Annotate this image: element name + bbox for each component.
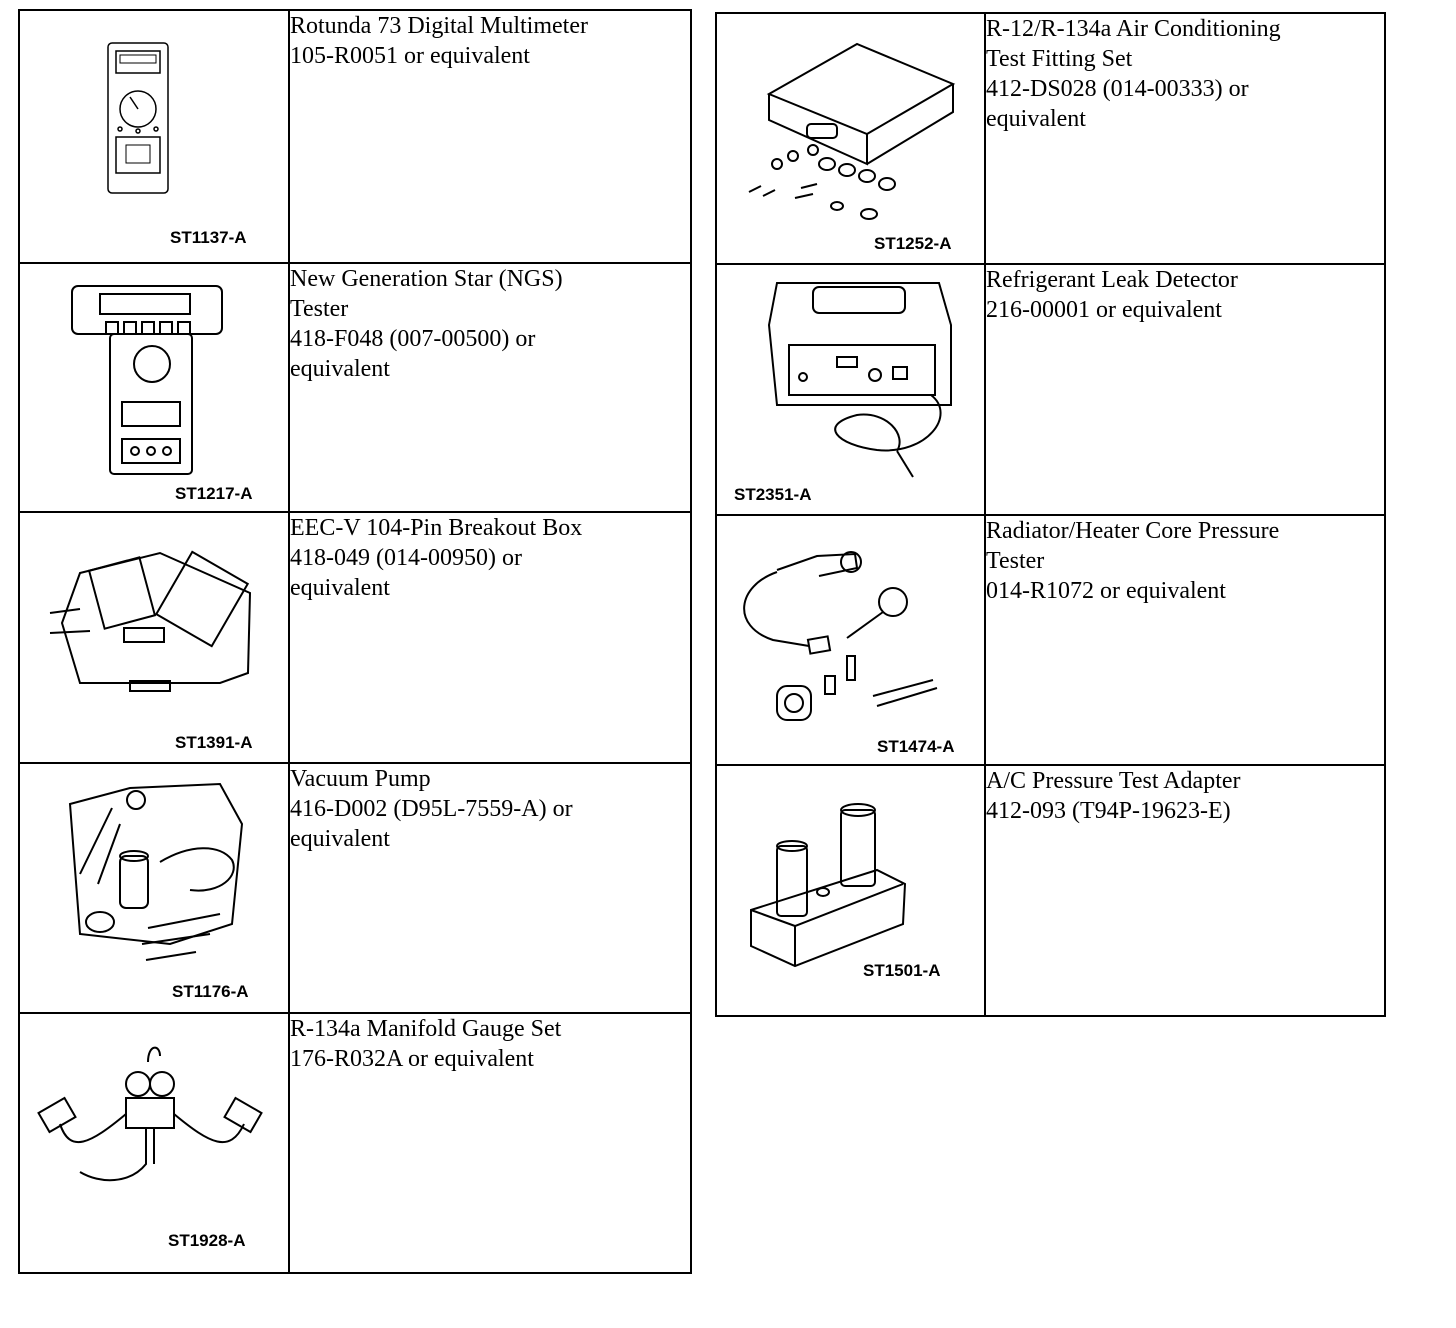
tool-part-number: 105-R0051 or equivalent <box>290 43 530 69</box>
tool-equivalent: equivalent <box>290 826 390 852</box>
tool-part-number: 418-F048 (007-00500) or <box>290 326 536 352</box>
tool-code: ST1137-A <box>170 228 247 247</box>
manifold-gauge-icon <box>37 1046 263 1182</box>
tool-illustration-cell: ST2351-A <box>715 263 986 516</box>
tool-illustration-cell: ST1137-A <box>18 9 290 264</box>
tool-name: Rotunda 73 Digital Multimeter <box>290 13 588 39</box>
multimeter-icon <box>107 42 169 194</box>
left-tools-table: ST1137-A Rotunda 73 Digital Multimeter 1… <box>18 9 692 1274</box>
tool-illustration-cell: ST1252-A <box>715 12 986 265</box>
table-row: ST1501-A A/C Pressure Test Adapter 412-0… <box>715 764 1386 1017</box>
table-row: ST1391-A EEC-V 104-Pin Breakout Box 418-… <box>18 511 692 764</box>
tool-code: ST1501-A <box>863 961 941 980</box>
tool-name: Radiator/Heater Core Pressure <box>986 518 1280 544</box>
right-tools-table: ST1252-A R-12/R-134a Air Conditioning Te… <box>715 12 1386 1017</box>
tool-name: R-134a Manifold Gauge Set <box>290 1016 562 1042</box>
tool-equivalent: equivalent <box>290 356 390 382</box>
tool-description: A/C Pressure Test Adapter 412-093 (T94P-… <box>984 764 1386 1017</box>
tool-description: Refrigerant Leak Detector 216-00001 or e… <box>984 263 1386 516</box>
test-adapter-icon <box>750 803 907 968</box>
tool-part-number: 176-R032A or equivalent <box>290 1046 534 1072</box>
tool-name: Refrigerant Leak Detector <box>986 267 1238 293</box>
tool-illustration-cell: ST1176-A <box>18 762 290 1014</box>
table-row: ST2351-A Refrigerant Leak Detector 216-0… <box>715 263 1386 516</box>
tool-code: ST2351-A <box>734 485 812 504</box>
tool-part-number: 416-D002 (D95L-7559-A) or <box>290 796 573 822</box>
table-row: ST1474-A Radiator/Heater Core Pressure T… <box>715 514 1386 766</box>
table-row: ST1137-A Rotunda 73 Digital Multimeter 1… <box>18 9 692 264</box>
vacuum-pump-icon <box>68 782 244 961</box>
leak-detector-icon <box>767 282 952 478</box>
tool-name: R-12/R-134a Air Conditioning <box>986 16 1281 42</box>
tool-name: Vacuum Pump <box>290 766 431 792</box>
table-row: ST1217-A New Generation Star (NGS) Teste… <box>18 262 692 513</box>
tool-name: Test Fitting Set <box>986 46 1133 72</box>
tool-name: Tester <box>986 548 1045 574</box>
tool-part-number: 418-049 (014-00950) or <box>290 545 522 571</box>
tool-code: ST1474-A <box>877 737 955 756</box>
tool-description: R-134a Manifold Gauge Set 176-R032A or e… <box>288 1012 692 1274</box>
ngs-tester-icon <box>71 285 223 475</box>
tool-equivalent: equivalent <box>290 575 390 601</box>
tool-description: Vacuum Pump 416-D002 (D95L-7559-A) or eq… <box>288 762 692 1014</box>
tool-name: EEC-V 104-Pin Breakout Box <box>290 515 583 541</box>
tool-description: Radiator/Heater Core Pressure Tester 014… <box>984 514 1386 766</box>
tool-description: Rotunda 73 Digital Multimeter 105-R0051 … <box>288 9 692 264</box>
tool-illustration-cell: ST1217-A <box>18 262 290 513</box>
tool-description: R-12/R-134a Air Conditioning Test Fittin… <box>984 12 1386 265</box>
tool-code: ST1928-A <box>168 1231 246 1250</box>
pressure-tester-icon <box>743 551 938 721</box>
tool-illustration-cell: ST1474-A <box>715 514 986 766</box>
tool-description: New Generation Star (NGS) Tester 418-F04… <box>288 262 692 513</box>
tool-equivalent: equivalent <box>986 106 1086 132</box>
breakout-box-icon <box>49 550 252 692</box>
tool-illustration-cell: ST1501-A <box>715 764 986 1017</box>
tool-illustration-cell: ST1391-A <box>18 511 290 764</box>
tool-code: ST1176-A <box>172 982 249 1001</box>
table-row: ST1928-A R-134a Manifold Gauge Set 176-R… <box>18 1012 692 1274</box>
tool-part-number: 412-DS028 (014-00333) or <box>986 76 1249 102</box>
tool-name: New Generation Star (NGS) <box>290 266 563 292</box>
tool-description: EEC-V 104-Pin Breakout Box 418-049 (014-… <box>288 511 692 764</box>
tool-code: ST1217-A <box>175 484 253 503</box>
tool-part-number: 014-R1072 or equivalent <box>986 578 1226 604</box>
tool-code: ST1252-A <box>874 234 952 253</box>
table-row: ST1252-A R-12/R-134a Air Conditioning Te… <box>715 12 1386 265</box>
tool-illustration-cell: ST1928-A <box>18 1012 290 1274</box>
fitting-set-icon <box>748 42 956 220</box>
tool-name: Tester <box>290 296 349 322</box>
tool-code: ST1391-A <box>175 733 253 752</box>
tool-part-number: 216-00001 or equivalent <box>986 297 1222 323</box>
tool-name: A/C Pressure Test Adapter <box>986 768 1241 794</box>
tool-part-number: 412-093 (T94P-19623-E) <box>986 798 1231 824</box>
table-row: ST1176-A Vacuum Pump 416-D002 (D95L-7559… <box>18 762 692 1014</box>
